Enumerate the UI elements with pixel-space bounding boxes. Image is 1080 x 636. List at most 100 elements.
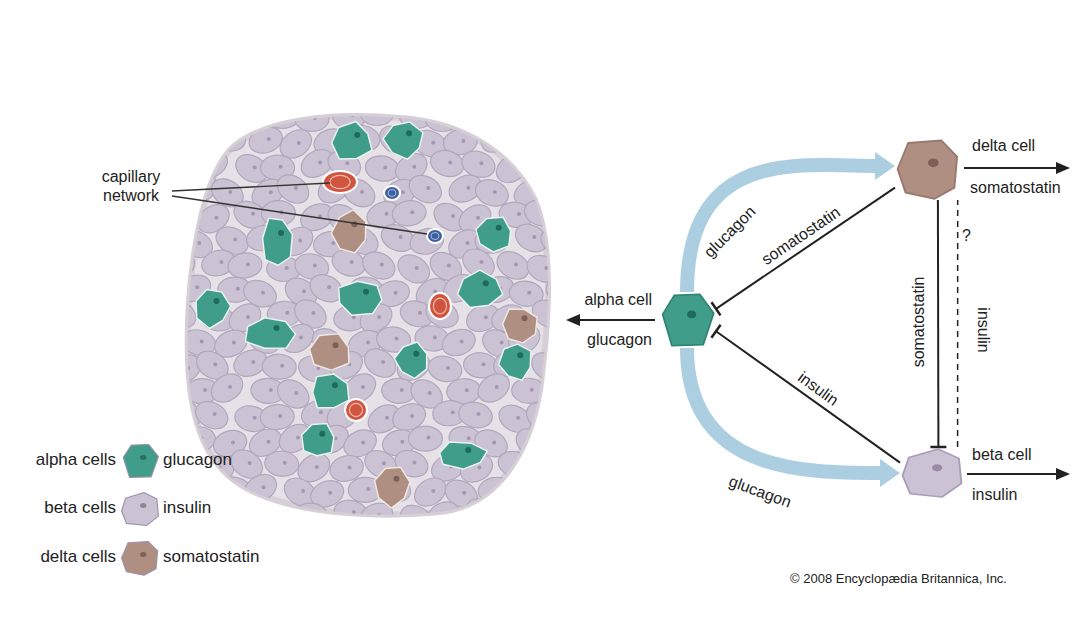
cell-nucleus: [332, 241, 336, 245]
legend-swatch: [120, 540, 160, 576]
cell-nucleus: [220, 510, 224, 514]
capillary-lumen: [433, 298, 446, 314]
cell-nucleus: [179, 264, 183, 268]
cell-nucleus: [382, 461, 386, 465]
cell-nucleus: [483, 280, 489, 286]
cell-nucleus: [313, 264, 317, 268]
cell-nucleus: [269, 190, 273, 194]
cell-nucleus: [140, 552, 146, 557]
cell-nucleus: [186, 410, 190, 414]
cell-nucleus: [447, 264, 451, 268]
hormone-name: somatostatin: [970, 178, 1061, 197]
cell-nucleus: [298, 238, 302, 242]
cell-nucleus: [412, 165, 416, 169]
cell-nucleus: [200, 340, 204, 344]
legend-swatch-shape: [123, 444, 158, 477]
arrow-head: [566, 314, 580, 326]
cell-nucleus: [413, 351, 419, 357]
cell-nucleus: [212, 161, 216, 165]
cell-nucleus: [561, 489, 565, 493]
cell-nucleus: [932, 464, 942, 471]
cell-nucleus: [433, 335, 437, 339]
beta-cell: [295, 107, 329, 132]
islet-outline: [188, 116, 548, 514]
cell-nucleus: [532, 235, 536, 239]
beta-cell: [408, 426, 442, 451]
beta-cell: [261, 353, 297, 380]
beta-cell: [539, 173, 578, 205]
beta-cell: [425, 107, 459, 132]
cell-nucleus: [448, 161, 452, 165]
delta-cell-shape: [895, 138, 961, 200]
beta-cell: [167, 149, 204, 179]
cell-nucleus: [460, 340, 464, 344]
cell-nucleus: [431, 141, 435, 145]
cell-nucleus: [401, 190, 405, 194]
cell-nucleus: [248, 110, 252, 114]
cell-nucleus: [140, 503, 146, 508]
cell-nucleus: [492, 440, 496, 444]
cell-nucleus: [516, 461, 520, 465]
beta-cell: [536, 419, 578, 459]
cell-nucleus: [363, 289, 369, 295]
legend-swatch: [120, 491, 160, 527]
cell-nucleus: [558, 238, 562, 242]
cell-nucleus: [311, 311, 315, 315]
alpha-cell: [339, 281, 382, 315]
legend-hormone: somatostatin: [163, 547, 259, 567]
cell-nucleus: [928, 158, 939, 167]
cell-nucleus: [332, 382, 338, 388]
cell-nucleus: [230, 135, 234, 139]
cell-node: beta cellinsulin: [900, 447, 964, 499]
cell-nucleus: [251, 212, 255, 216]
cell-nucleus: [517, 212, 521, 216]
cell-nucleus: [476, 216, 480, 220]
beta-cell: [360, 101, 394, 126]
beta-cell: [267, 505, 304, 534]
cell-nucleus: [381, 360, 385, 364]
cell-nucleus: [549, 311, 553, 315]
cell-nucleus: [466, 241, 470, 245]
delta-cell: [375, 467, 410, 508]
cell-nucleus: [236, 487, 240, 491]
beta-cell: [181, 426, 217, 453]
cell-nucleus: [462, 491, 466, 495]
beta-cell: [527, 153, 565, 183]
cell-nucleus: [542, 210, 546, 214]
beta-cell: [461, 493, 503, 533]
cell-nucleus: [366, 487, 370, 491]
capillary-lumen: [330, 175, 350, 188]
beta-cell: [489, 496, 531, 536]
regulation-line: [712, 188, 896, 316]
cell-nucleus: [377, 315, 381, 319]
cell-nucleus: [549, 364, 553, 368]
cell-nucleus: [199, 436, 203, 440]
alpha-cell: [383, 122, 423, 159]
cell-nucleus: [483, 510, 487, 514]
alpha-cell: [245, 318, 295, 349]
cell-nucleus: [461, 139, 465, 143]
alpha-cell: [499, 344, 531, 380]
cell-nucleus: [279, 165, 283, 169]
beta-cell: [391, 445, 432, 481]
beta-cell: [466, 104, 500, 129]
beta-cell: [509, 472, 548, 505]
cell-nucleus: [301, 489, 305, 493]
beta-cell: [263, 449, 299, 477]
capillary-lumen: [388, 190, 396, 197]
beta-cell-shape: [900, 447, 964, 499]
cell-nucleus: [296, 436, 300, 440]
cell-nucleus: [465, 388, 469, 392]
cell-nucleus: [410, 210, 414, 214]
dashed-line: [957, 200, 959, 447]
cell-nucleus: [248, 461, 252, 465]
cell-nucleus: [565, 141, 569, 145]
cell-nucleus: [274, 325, 280, 331]
cell-nucleus: [378, 110, 382, 114]
cell-nucleus: [217, 113, 221, 117]
cell-nucleus: [327, 285, 331, 289]
cell-nucleus: [352, 510, 356, 514]
alpha-cell: [440, 442, 488, 469]
legend-hormone: insulin: [163, 498, 211, 518]
cell-nucleus: [560, 186, 564, 190]
